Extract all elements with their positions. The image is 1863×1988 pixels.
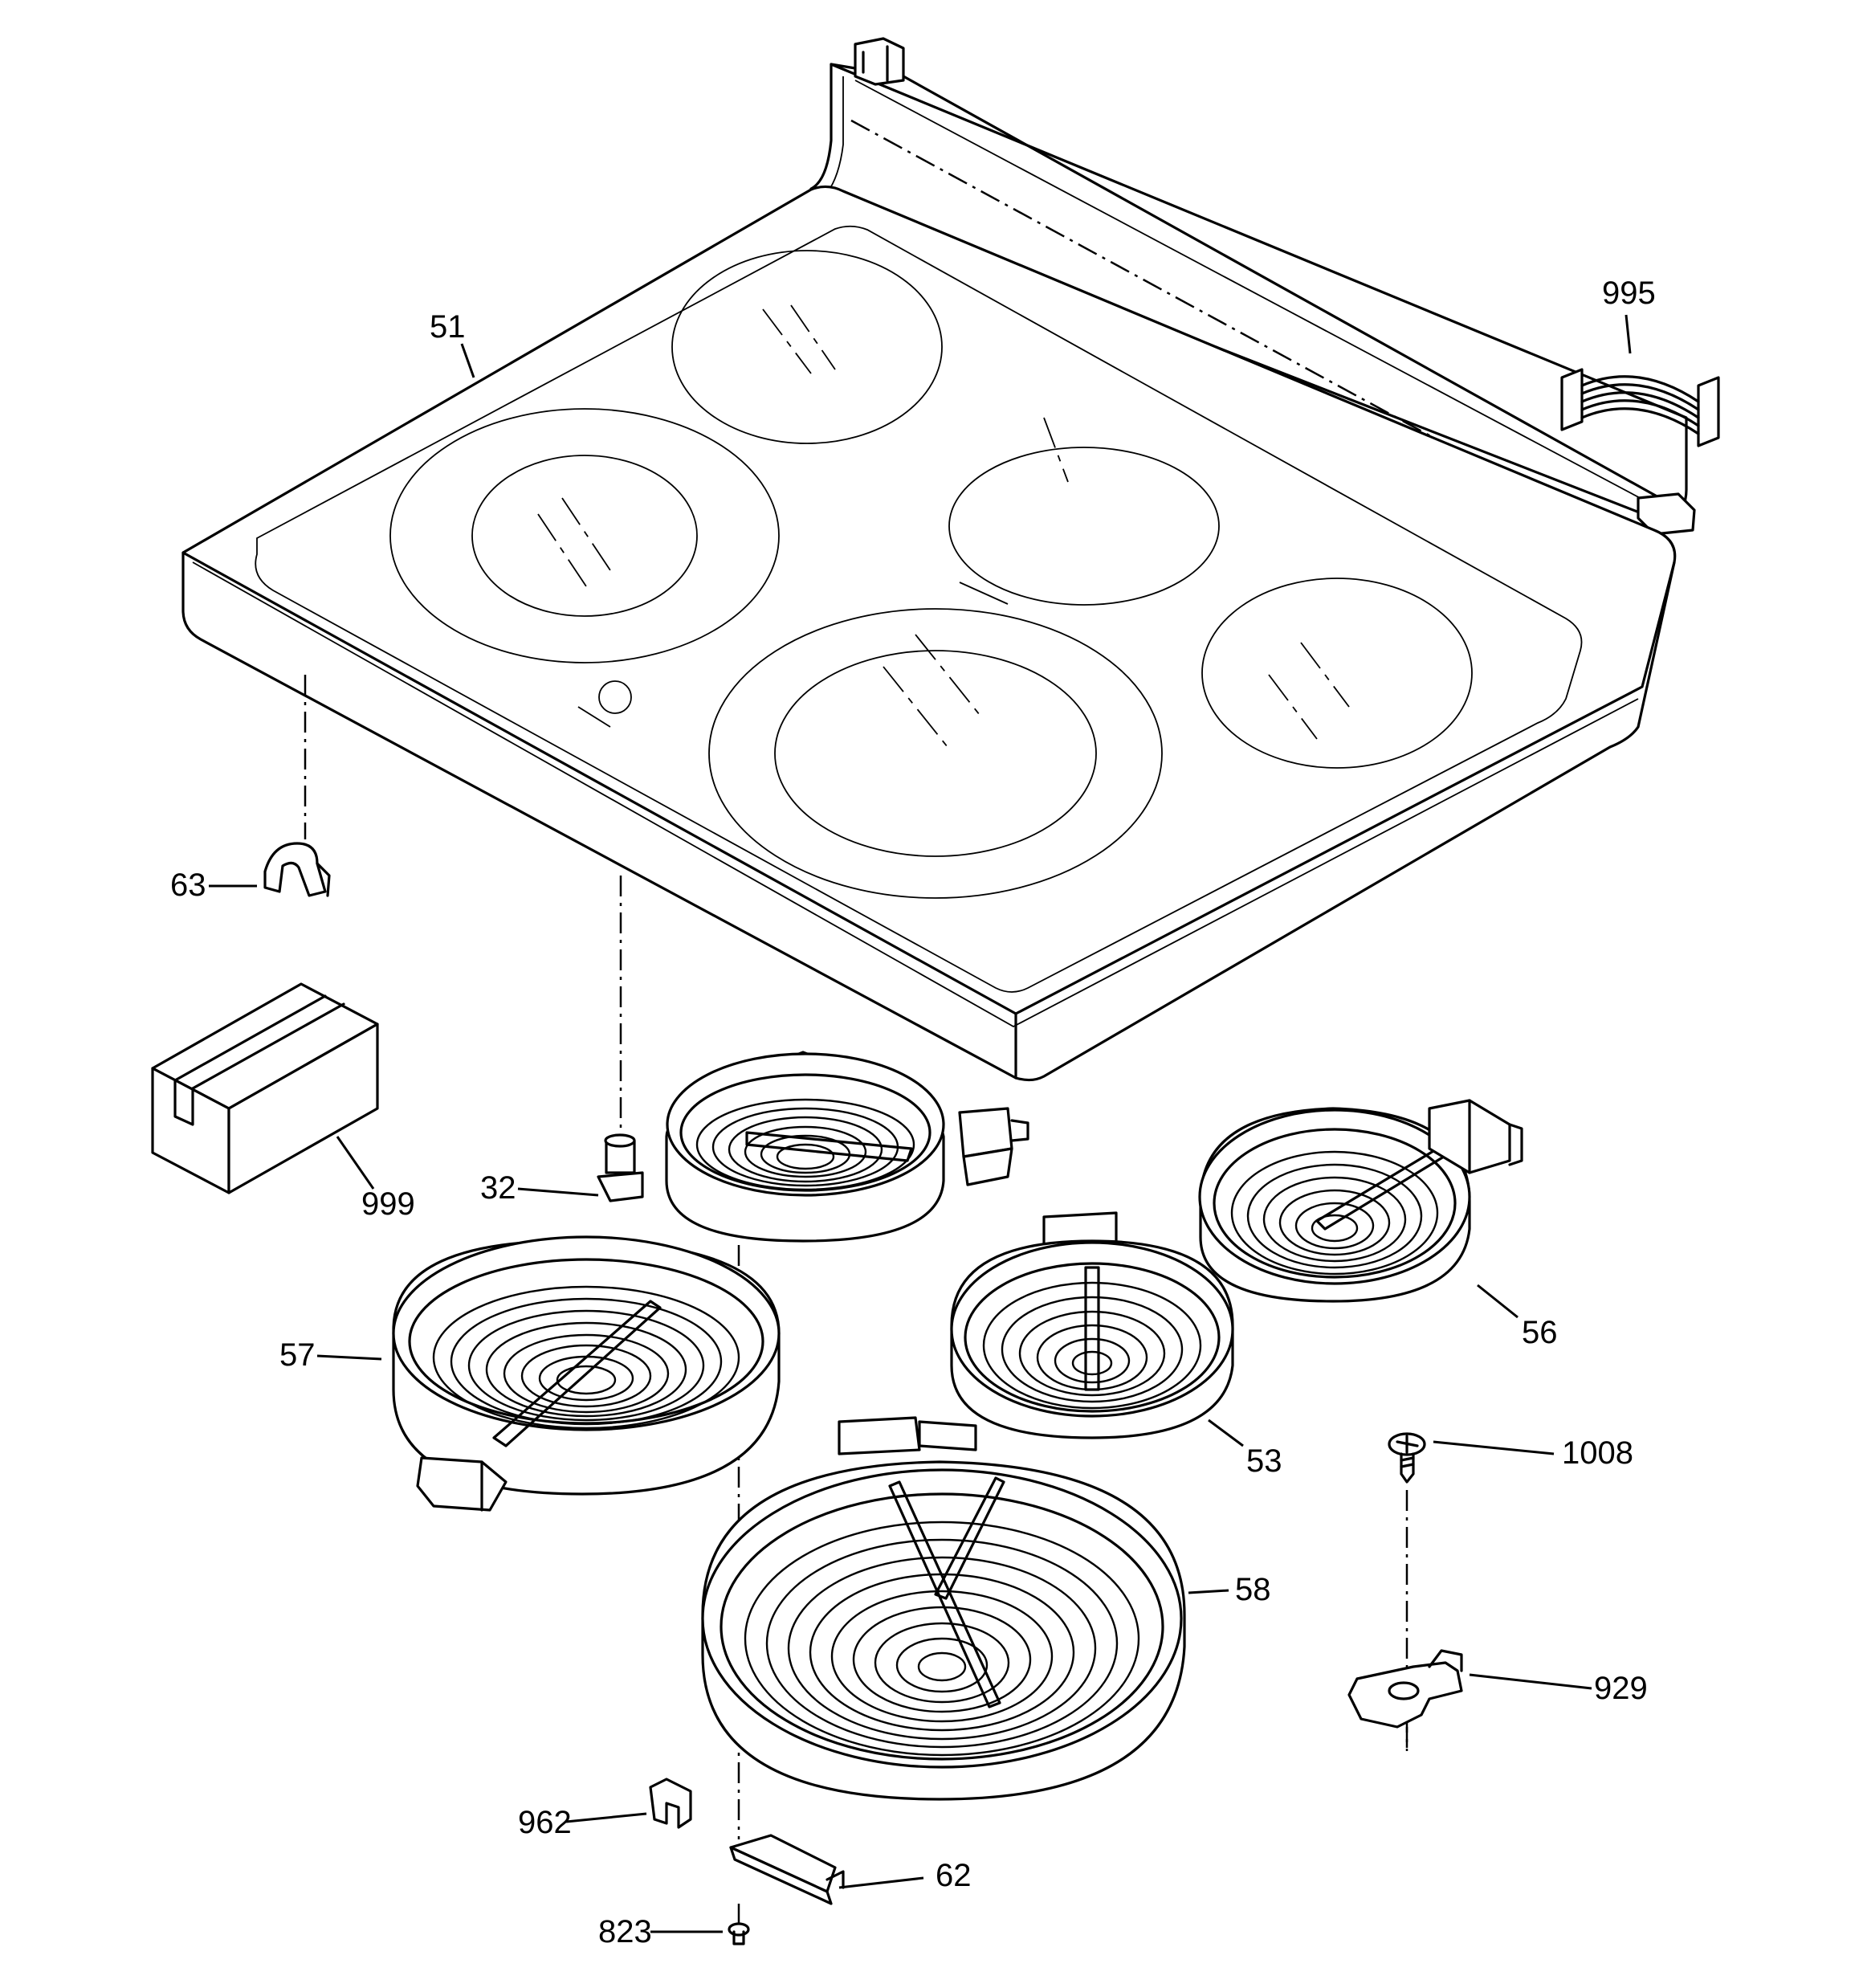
callout-1008: 1008 bbox=[1562, 1435, 1633, 1471]
clip-63[interactable] bbox=[263, 842, 331, 897]
callout-53: 53 bbox=[1246, 1443, 1282, 1479]
cooktop-glass-top[interactable] bbox=[181, 37, 1696, 1082]
callout-63: 63 bbox=[170, 867, 206, 903]
callout-51: 51 bbox=[430, 309, 466, 345]
bracket-929[interactable] bbox=[1347, 1649, 1463, 1729]
callout-58: 58 bbox=[1235, 1572, 1271, 1607]
radiant-element-small-right[interactable] bbox=[1198, 1099, 1523, 1303]
element-bracket-62[interactable] bbox=[729, 1834, 845, 1905]
packaged-parts-box[interactable] bbox=[151, 982, 379, 1194]
callout-929: 929 bbox=[1594, 1671, 1648, 1706]
callout-995: 995 bbox=[1602, 276, 1656, 311]
radiant-element-large-left[interactable] bbox=[392, 1235, 781, 1512]
clip-962[interactable] bbox=[649, 1778, 692, 1829]
callout-56: 56 bbox=[1522, 1315, 1558, 1350]
callout-57: 57 bbox=[279, 1337, 316, 1373]
screw-1008[interactable] bbox=[1388, 1432, 1426, 1484]
screw-823[interactable] bbox=[728, 1922, 750, 1945]
callout-962: 962 bbox=[518, 1805, 572, 1840]
limiter-sensor-32[interactable] bbox=[597, 1133, 644, 1202]
callout-32: 32 bbox=[480, 1170, 516, 1206]
radiant-element-large-front[interactable] bbox=[701, 1416, 1186, 1801]
callout-999: 999 bbox=[361, 1186, 415, 1222]
callout-62: 62 bbox=[936, 1858, 972, 1893]
radiant-element-small-rear[interactable] bbox=[665, 1051, 1029, 1243]
wire-harness[interactable] bbox=[1560, 368, 1720, 447]
callout-823: 823 bbox=[598, 1914, 652, 1949]
radiant-element-medium-center[interactable] bbox=[950, 1211, 1234, 1439]
